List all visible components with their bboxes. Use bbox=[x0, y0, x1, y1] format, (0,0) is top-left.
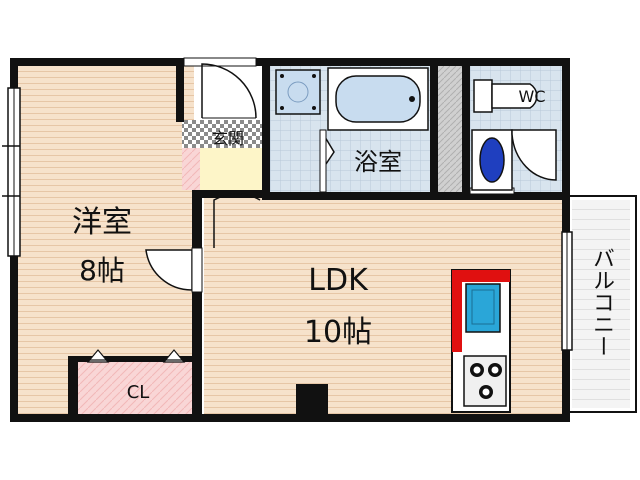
balcony-floor bbox=[572, 200, 630, 408]
western-door-jamb bbox=[191, 247, 203, 293]
ldk-floor bbox=[204, 196, 566, 416]
pipe-space-1 bbox=[436, 66, 462, 192]
balcony-rail bbox=[570, 195, 637, 413]
western-room-size: 8帖 bbox=[79, 254, 125, 287]
entrance-door bbox=[183, 57, 257, 119]
ldk-size: 10帖 bbox=[304, 315, 372, 350]
shoe-cabinet bbox=[182, 148, 200, 190]
balcony-window bbox=[561, 231, 573, 351]
wash-basin bbox=[471, 129, 557, 191]
bathroom-label: 浴室 bbox=[354, 148, 402, 176]
entrance-label: 玄関 bbox=[212, 129, 244, 148]
closet-floor bbox=[78, 362, 194, 416]
western-room-name: 洋室 bbox=[72, 205, 132, 240]
washing-machine-pan bbox=[275, 69, 321, 115]
toilet-label: WC bbox=[519, 87, 546, 106]
closet-doors bbox=[80, 349, 190, 363]
closet-label: CL bbox=[127, 382, 150, 403]
left-window bbox=[2, 87, 21, 257]
balcony-label: バルコニー bbox=[589, 247, 614, 357]
entrance-floor bbox=[200, 148, 264, 190]
ldk-name: LDK bbox=[308, 263, 369, 298]
bathtub bbox=[327, 67, 429, 131]
entrance-check-floor bbox=[182, 120, 264, 148]
toilet bbox=[473, 79, 538, 113]
entrance-inner-door bbox=[213, 193, 261, 248]
stove bbox=[463, 355, 507, 407]
